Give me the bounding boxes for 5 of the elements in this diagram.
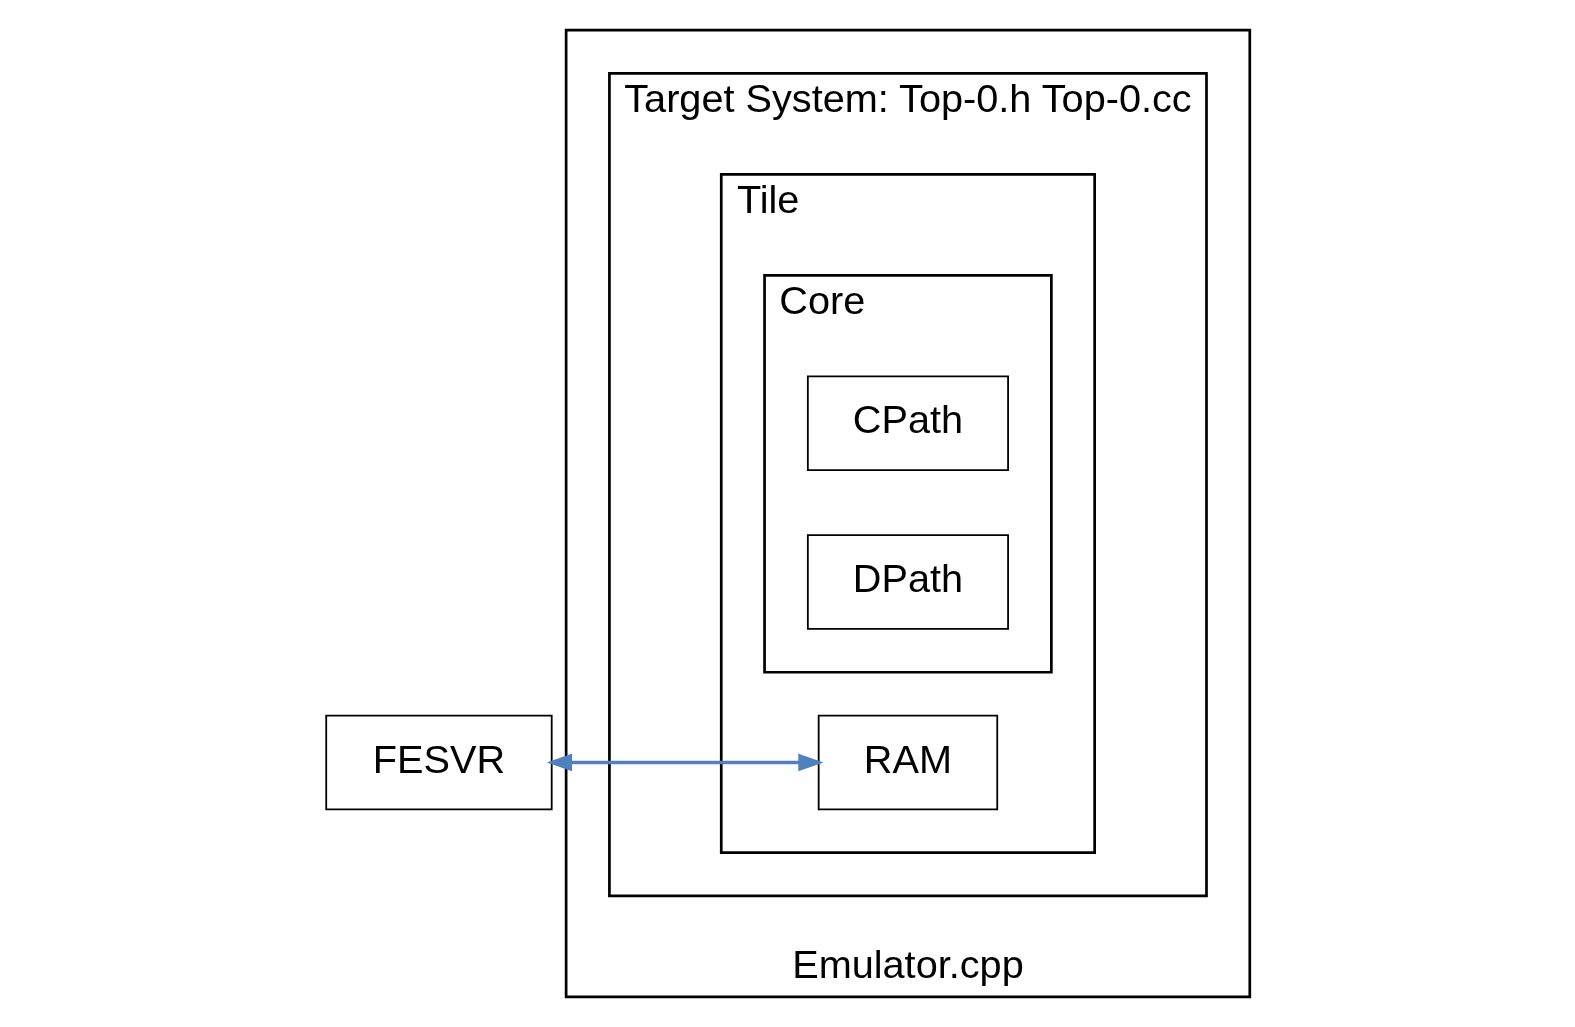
node-box: DPath <box>806 534 1009 630</box>
node-box: FESVR <box>324 714 553 811</box>
arrow <box>546 753 824 772</box>
node-box: RAM <box>817 714 998 811</box>
node-box: CPath <box>806 375 1009 472</box>
